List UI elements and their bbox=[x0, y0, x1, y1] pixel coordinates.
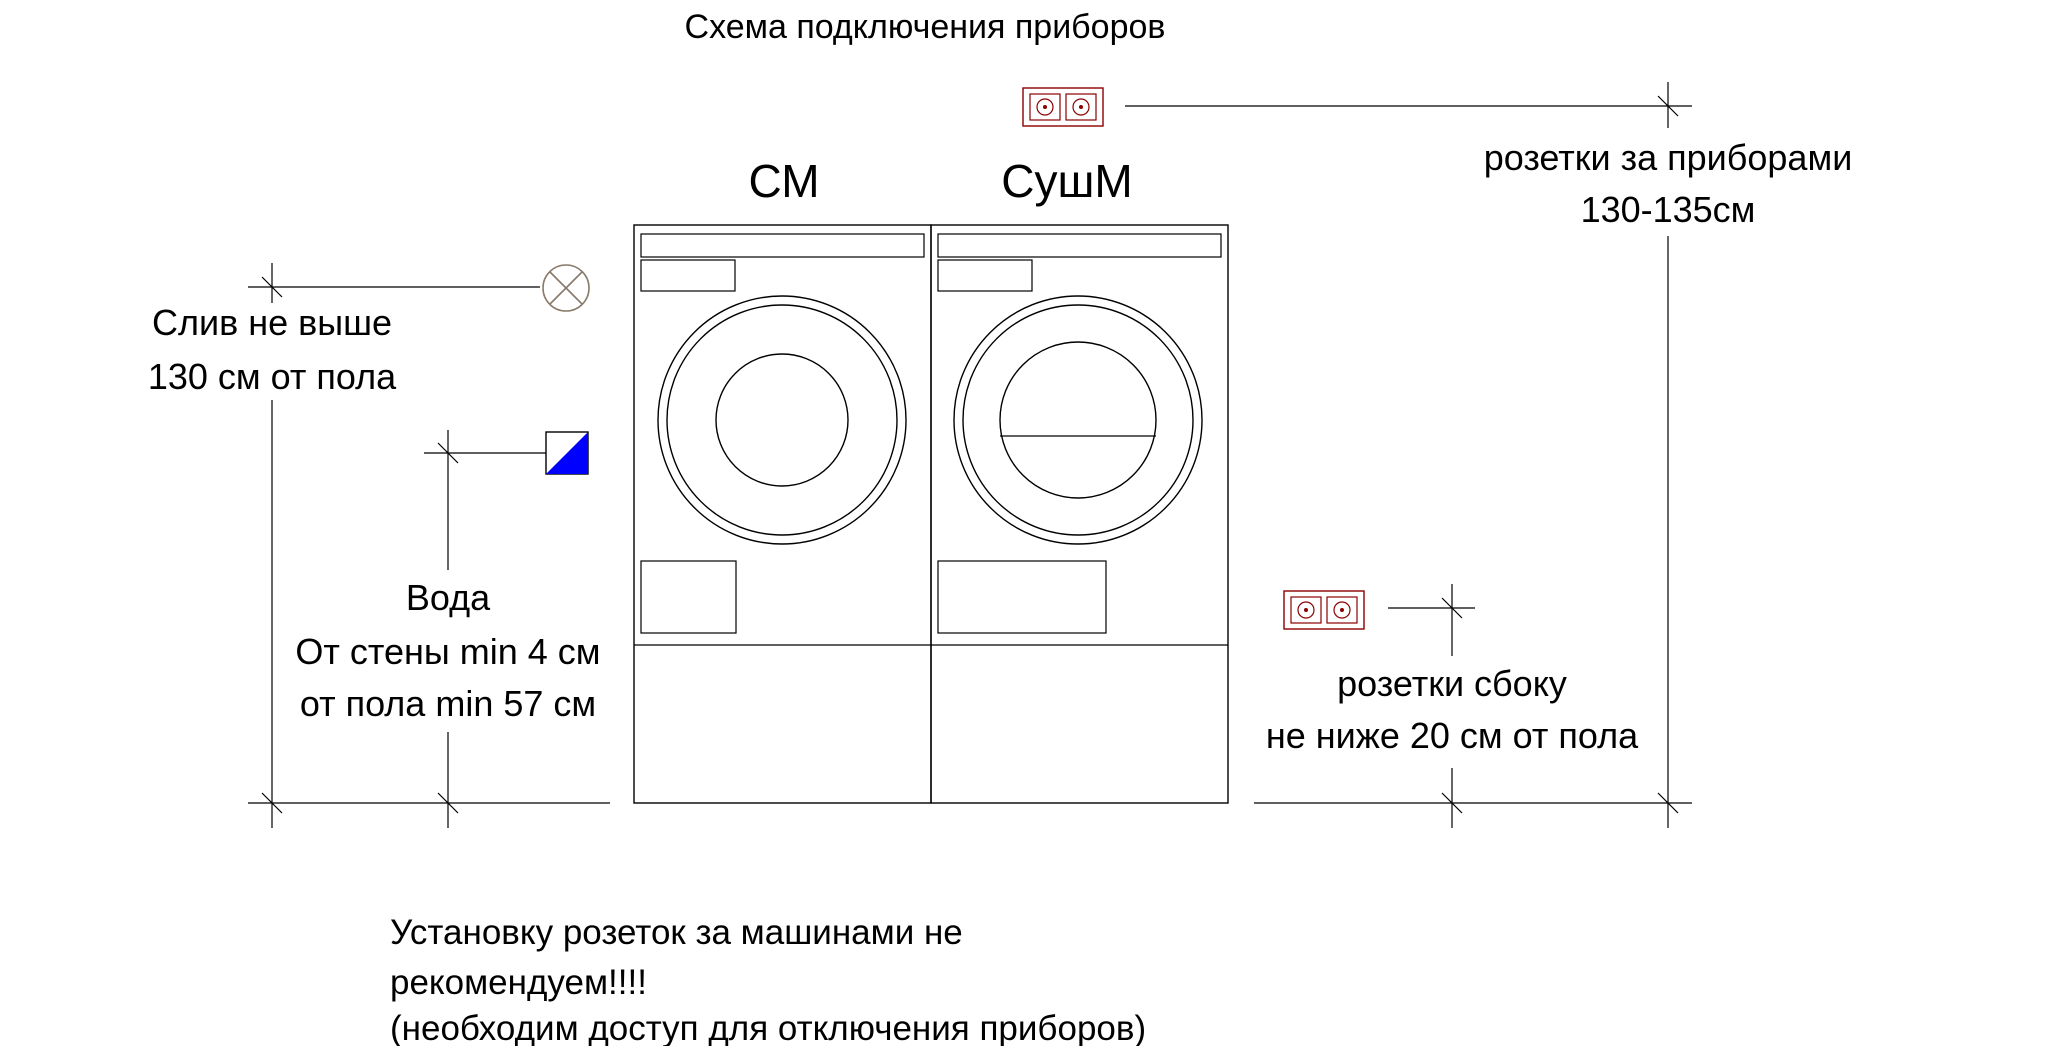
diagram-title: Схема подключения приборов bbox=[685, 8, 1166, 46]
drain-label-line1: Слив не выше bbox=[152, 302, 392, 343]
dryer-label: СушМ bbox=[1001, 155, 1132, 207]
washer-label: СМ bbox=[748, 155, 819, 207]
sockets-side-label-line1: розетки сбоку bbox=[1337, 663, 1567, 704]
double-socket-icon bbox=[1022, 87, 1104, 127]
water-tap-icon bbox=[545, 431, 589, 475]
drain-valve-icon bbox=[542, 264, 590, 312]
note-line3: (необходим доступ для отключения приборо… bbox=[390, 1009, 1146, 1046]
washing-machine bbox=[633, 224, 932, 804]
drain-dimension bbox=[248, 263, 540, 828]
water-label-line1: Вода bbox=[406, 577, 491, 618]
water-dimension bbox=[424, 430, 546, 828]
dryer bbox=[930, 224, 1229, 804]
water-label-line3: от пола min 57 см bbox=[300, 683, 596, 724]
sockets-behind-label-line1: розетки за приборами bbox=[1484, 137, 1853, 178]
double-socket-icon-side bbox=[1283, 590, 1365, 630]
sockets-behind-label-line2: 130-135см bbox=[1581, 189, 1756, 230]
sockets-behind-dimension bbox=[1125, 82, 1692, 828]
sockets-side-dimension bbox=[1388, 584, 1475, 828]
note-line2: рекомендуем!!!! bbox=[390, 963, 647, 1002]
note-line1: Установку розеток за машинами не bbox=[390, 913, 963, 952]
drain-label-line2: 130 см от пола bbox=[148, 356, 397, 397]
sockets-side-label-line2: не ниже 20 см от пола bbox=[1266, 715, 1639, 756]
water-label-line2: От стены min 4 см bbox=[295, 631, 600, 672]
